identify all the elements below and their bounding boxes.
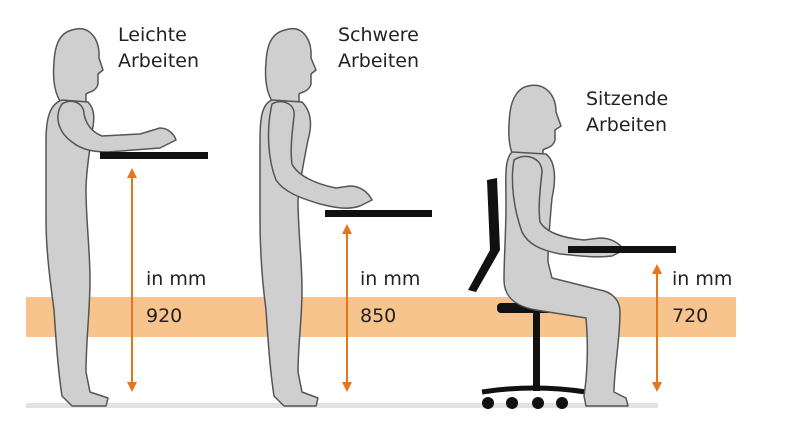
work-surface-heavy-work xyxy=(325,210,432,217)
unit-heavy-work: in mm xyxy=(360,268,421,290)
floor-line xyxy=(26,403,658,408)
title-heavy-work: Schwere Arbeiten xyxy=(338,22,419,74)
height-value-sitting-work: 720 xyxy=(672,305,709,327)
office-chair xyxy=(468,178,587,409)
unit-sitting-work: in mm xyxy=(672,268,733,290)
standing-figure-heavy-work xyxy=(259,27,373,407)
title-light-work: Leichte Arbeiten xyxy=(118,22,199,74)
sitting-figure xyxy=(503,84,629,407)
height-value-light-work: 920 xyxy=(146,305,183,327)
height-arrow-light-work xyxy=(127,168,137,392)
title-heavy-work-line1: Schwere xyxy=(338,24,419,46)
title-sitting-work: Sitzende Arbeiten xyxy=(586,86,668,138)
work-surface-sitting-work xyxy=(568,246,676,253)
title-sitting-work-line2: Arbeiten xyxy=(586,114,668,136)
title-heavy-work-line2: Arbeiten xyxy=(338,50,420,72)
height-arrow-heavy-work xyxy=(342,224,352,392)
standing-figure-light-work xyxy=(45,27,177,407)
work-surface-light-work xyxy=(100,152,208,159)
title-light-work-line2: Arbeiten xyxy=(118,50,200,72)
height-arrow-sitting-work xyxy=(652,264,662,392)
height-value-heavy-work: 850 xyxy=(360,305,397,327)
title-sitting-work-line1: Sitzende xyxy=(586,88,669,110)
title-light-work-line1: Leichte xyxy=(118,24,187,46)
unit-light-work: in mm xyxy=(146,268,207,290)
